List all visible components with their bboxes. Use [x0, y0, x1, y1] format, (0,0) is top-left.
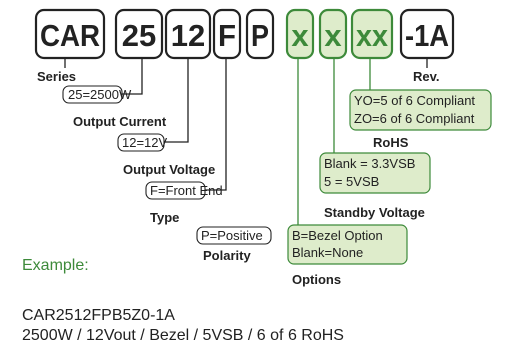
box-polarity-text: P=Positive [201, 228, 263, 243]
box-options-line2: Blank=None [292, 245, 363, 260]
example-description: 2500W / 12Vout / Bezel / 5VSB / 6 of 6 R… [22, 327, 344, 344]
label-type: Type [150, 210, 179, 225]
box-type-text: F=Front End [150, 183, 223, 198]
box-output-voltage-text: 12=12V [122, 135, 168, 150]
segment-option-rohs: xx [350, 8, 394, 60]
segment-current-text: 25 [122, 18, 156, 53]
box-options-line1: B=Bezel Option [292, 228, 383, 243]
label-series: Series [37, 69, 76, 84]
segment-option-rohs-text: xx [356, 18, 389, 53]
label-standby-voltage: Standby Voltage [324, 205, 425, 220]
segment-current: 25 [114, 8, 164, 60]
segment-type: F [212, 8, 242, 60]
segment-option-standby-text: x [324, 18, 342, 53]
segment-revision: -1A [399, 8, 455, 60]
label-rohs: RoHS [373, 135, 409, 150]
label-options: Options [292, 272, 341, 287]
box-output-current: 25=2500W [62, 85, 132, 104]
box-options: B=Bezel Option Blank=None [287, 224, 408, 265]
label-output-voltage: Output Voltage [123, 162, 215, 177]
segment-polarity: P [245, 8, 275, 60]
box-standby-line2: 5 = 5VSB [324, 174, 379, 189]
segment-polarity-text: P [251, 18, 269, 53]
segment-option-standby: x [318, 8, 348, 60]
box-standby-line1: Blank = 3.3VSB [324, 156, 415, 171]
example-part-number: CAR2512FPB5Z0-1A [22, 307, 175, 324]
segment-voltage-text: 12 [171, 18, 205, 53]
label-output-current: Output Current [73, 114, 167, 129]
label-polarity: Polarity [203, 248, 251, 263]
segment-option-bezel-text: x [291, 18, 309, 53]
connector-lines [64, 58, 227, 191]
part-number-diagram: CAR 25 12 F P x x xx -1A Series Output C… [34, 8, 492, 287]
box-standby-voltage: Blank = 3.3VSB 5 = 5VSB [319, 152, 431, 194]
box-type: F=Front End [145, 181, 223, 200]
box-rohs: YO=5 of 6 Compliant ZO=6 of 6 Compliant [349, 89, 492, 131]
segment-type-text: F [218, 18, 236, 53]
box-output-current-text: 25=2500W [68, 87, 132, 102]
segment-revision-text: -1A [405, 18, 449, 53]
label-rev: Rev. [413, 69, 440, 84]
segment-voltage: 12 [164, 8, 212, 60]
segment-option-bezel: x [285, 8, 315, 60]
box-output-voltage: 12=12V [117, 133, 168, 152]
example-label: Example: [22, 257, 89, 274]
box-rohs-line1: YO=5 of 6 Compliant [354, 93, 475, 108]
segment-car: CAR [34, 8, 106, 60]
box-polarity: P=Positive [196, 226, 272, 245]
box-rohs-line2: ZO=6 of 6 Compliant [354, 111, 475, 126]
segment-car-text: CAR [40, 18, 100, 53]
